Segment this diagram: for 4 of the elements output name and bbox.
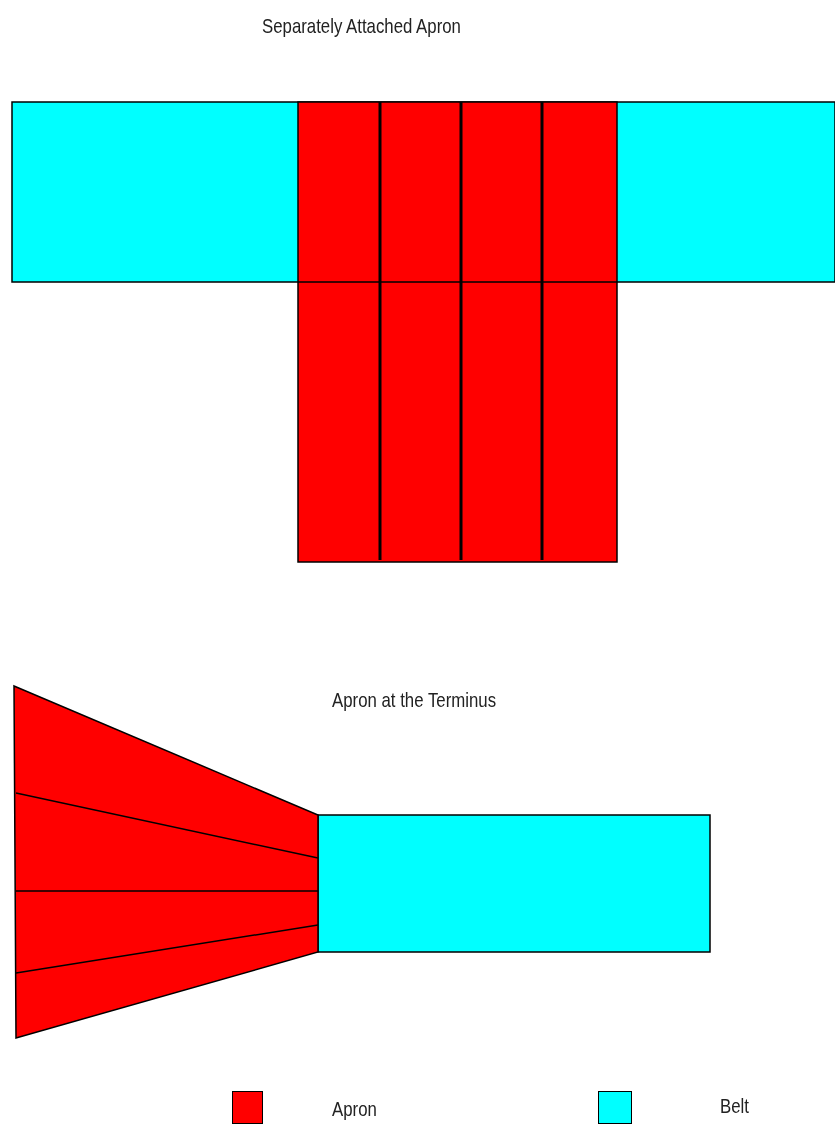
diagram-heading: Separately Attached Apron: [262, 14, 461, 38]
diagram-heading: Apron at the Terminus: [332, 688, 497, 712]
legend-label: Belt: [720, 1094, 749, 1118]
legend-label: Apron: [332, 1097, 377, 1121]
